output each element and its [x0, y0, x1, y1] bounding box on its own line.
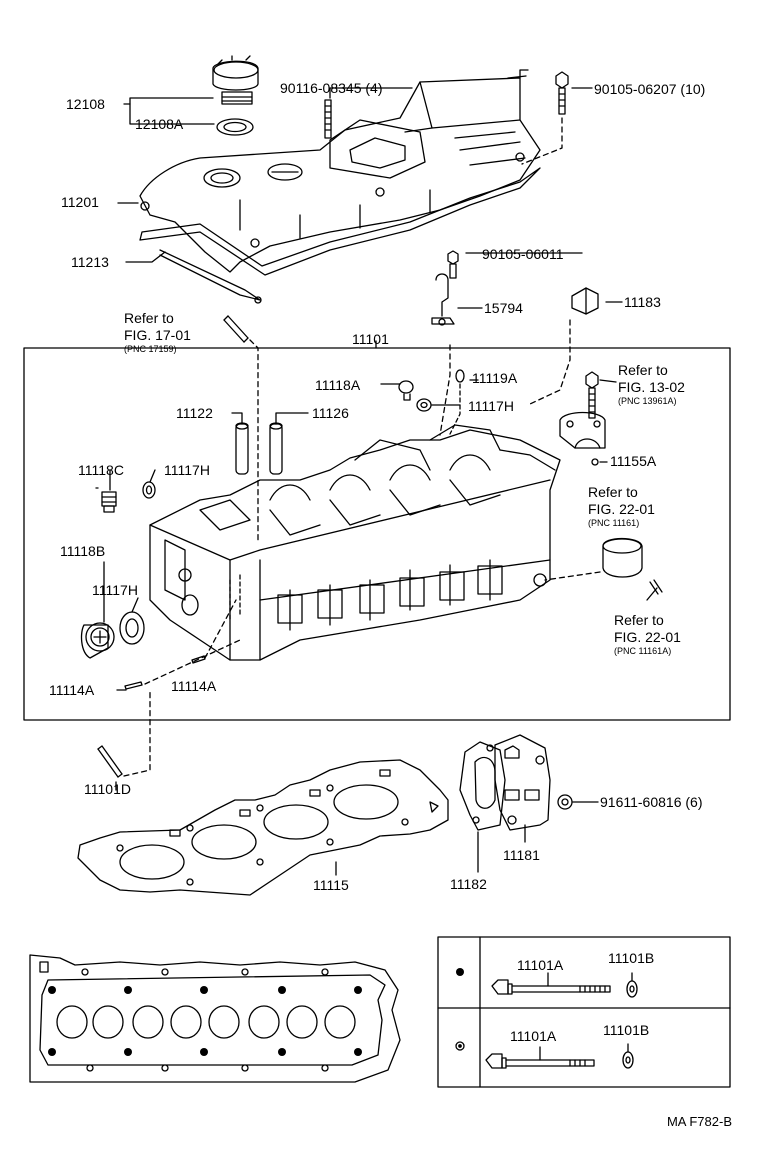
ref-fig22b-line2: FIG. 22-01 [614, 629, 681, 645]
part-label-90116-08345[interactable]: 90116-08345 (4) [280, 80, 383, 96]
part-label-11114A-right[interactable]: 11114A [171, 678, 217, 694]
part-label-11117H-right[interactable]: 11117H [92, 582, 138, 598]
part-label-11101D[interactable]: 11101D [84, 781, 131, 797]
ref-fig22a-line1: Refer to [588, 484, 638, 500]
part-label-11119A[interactable]: 11119A [472, 370, 518, 386]
part-label-11181[interactable]: 11181 [503, 847, 540, 863]
plug-11118B [80, 622, 115, 659]
plug-11118C [101, 491, 117, 513]
part-label-12108A[interactable]: 12108A [135, 116, 184, 132]
head-bolt-short [485, 1046, 595, 1069]
cam-position-bolt [431, 250, 459, 326]
part-label-90105-06207[interactable]: 90105-06207 (10) [594, 81, 706, 97]
ref-fig22a-line3: (PNC 11161) [588, 518, 640, 528]
gasket-11117H-left [142, 481, 156, 499]
part-label-11101B-top[interactable]: 11101B [608, 950, 655, 966]
part-label-11155A[interactable]: 11155A [610, 453, 657, 469]
part-label-11118B[interactable]: 11118B [60, 543, 106, 559]
plug-11118A [398, 380, 414, 401]
part-label-11122[interactable]: 11122 [176, 405, 213, 421]
ref-fig13-line2: FIG. 13-02 [618, 379, 685, 395]
ref-fig17-line3: (PNC 17159) [124, 344, 177, 354]
cylinder-head-cover-gasket [139, 167, 541, 304]
oil-filler-cap [212, 55, 259, 105]
cylinder-head-bottom-view [29, 954, 401, 1083]
gasket-11117H-top [416, 398, 432, 412]
part-label-11183[interactable]: 11183 [624, 294, 661, 310]
ref-fig22a-line2: FIG. 22-01 [588, 501, 655, 517]
part-label-12108[interactable]: 12108 [66, 96, 105, 112]
ref-fig-17-01[interactable]: Refer to FIG. 17-01 (PNC 17159) [124, 310, 191, 355]
ref-fig17-line2: FIG. 17-01 [124, 327, 191, 343]
stud-bolt-17 [223, 315, 259, 541]
pin-11119A [449, 369, 465, 435]
gasket-11117H-right [119, 611, 145, 645]
part-label-11126[interactable]: 11126 [312, 405, 349, 421]
cylinder-head-gasket [77, 759, 449, 896]
cam-bearing-cap-plug [529, 287, 599, 405]
bolt-13 [585, 371, 599, 419]
head-bolt-washer-bottom [622, 1043, 634, 1069]
pin-11114A-left [124, 681, 143, 690]
washer-91611 [557, 794, 573, 810]
cylinder-head-pin-11126 [269, 422, 283, 475]
pin-11114A-right [191, 655, 206, 664]
part-label-91611-60816[interactable]: 91611-60816 (6) [600, 794, 703, 810]
cam-cap-11155A [559, 411, 606, 466]
part-label-11114A-left[interactable]: 11114A [49, 682, 95, 698]
part-label-11101A-bottom[interactable]: 11101A [510, 1028, 557, 1044]
water-outlet-plate-11181 [494, 734, 551, 831]
oil-filler-cap-gasket [216, 118, 254, 136]
part-label-15794[interactable]: 15794 [484, 300, 523, 316]
pin-22 [649, 579, 663, 595]
ref-fig22b-line3: (PNC 11161A) [614, 646, 672, 656]
part-label-90105-06011[interactable]: 90105-06011 [482, 246, 564, 262]
part-label-11101B-bottom[interactable]: 11101B [603, 1022, 650, 1038]
part-label-11115[interactable]: 11115 [313, 877, 349, 893]
part-label-11117H-top[interactable]: 11117H [468, 398, 514, 414]
cylinder-head-pin-11122 [235, 422, 249, 475]
ref-fig13-line1: Refer to [618, 362, 668, 378]
ref-fig-13-02[interactable]: Refer to FIG. 13-02 (PNC 13961A) [618, 362, 685, 407]
part-label-11118A[interactable]: 11118A [315, 377, 361, 393]
cover-bolt [521, 71, 569, 165]
cylinder-head-cover [139, 69, 541, 273]
part-label-11117H-left[interactable]: 11117H [164, 462, 210, 478]
head-bolt-long [491, 972, 611, 995]
bolt-legend-table [437, 936, 731, 1088]
head-bolt-washer-top [626, 972, 638, 998]
stud-bolt [324, 99, 332, 139]
water-outlet-gasket-11182 [459, 741, 506, 831]
part-label-11213[interactable]: 11213 [71, 254, 109, 270]
part-label-11118C[interactable]: 11118C [78, 462, 124, 478]
ref-fig-22-01-a[interactable]: Refer to FIG. 22-01 (PNC 11161) [588, 484, 655, 529]
ref-fig-22-01-b[interactable]: Refer to FIG. 22-01 (PNC 11161A) [614, 612, 681, 657]
part-label-11182[interactable]: 11182 [450, 876, 487, 892]
cylinder-head [149, 424, 561, 661]
part-label-11201[interactable]: 11201 [61, 194, 99, 210]
ref-fig22b-line1: Refer to [614, 612, 664, 628]
cylinder-head-sub-assy-frame [23, 347, 731, 721]
ref-fig13-line3: (PNC 13961A) [618, 396, 677, 406]
cam-seal-22 [544, 537, 643, 581]
part-label-11101A-top[interactable]: 11101A [517, 957, 564, 973]
ref-fig17-line1: Refer to [124, 310, 174, 326]
stud-bolt-11101D [97, 689, 151, 778]
part-label-11101[interactable]: 11101 [352, 331, 389, 347]
diagram-code: MA F782-B [666, 1114, 732, 1129]
